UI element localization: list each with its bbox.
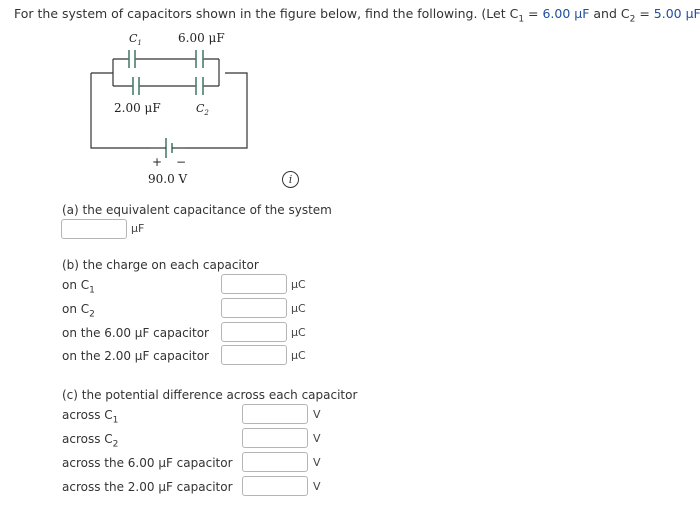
part-c-label-6uF: across the 6.00 μF capacitor	[62, 456, 233, 470]
parallel-wires	[112, 58, 220, 87]
c2-value: 5.00 μF	[653, 6, 699, 21]
part-b-input-2uF[interactable]	[221, 345, 287, 365]
question-header: For the system of capacitors shown in th…	[14, 6, 700, 25]
part-c-label-c1: across C1	[62, 408, 119, 426]
label-c1-top: C1	[129, 32, 142, 47]
part-b-input-c2[interactable]	[221, 298, 287, 318]
part-c-label-c2: across C2	[62, 432, 119, 450]
part-a-prompt: (a) the equivalent capacitance of the sy…	[62, 203, 332, 217]
label-c2-bottom: C2	[196, 102, 209, 117]
part-b-unit-c2: μC	[291, 302, 306, 315]
part-c-input-6uF[interactable]	[242, 452, 308, 472]
part-c-unit-6uF: V	[313, 456, 321, 469]
battery-minus: −	[176, 155, 186, 169]
part-c-input-c1[interactable]	[242, 404, 308, 424]
c1-value: 6.00 μF	[542, 6, 590, 21]
part-c-unit-c2: V	[313, 432, 321, 445]
part-b-input-c1[interactable]	[221, 274, 287, 294]
part-c-input-2uF[interactable]	[242, 476, 308, 496]
part-c-prompt: (c) the potential difference across each…	[62, 388, 358, 402]
part-b-unit-c1: μC	[291, 278, 306, 291]
part-b-input-6uF[interactable]	[221, 322, 287, 342]
part-b-label-6uF: on the 6.00 μF capacitor	[62, 326, 209, 340]
part-c-unit-2uF: V	[313, 480, 321, 493]
part-a-input[interactable]	[61, 219, 127, 239]
part-b-prompt: (b) the charge on each capacitor	[62, 258, 259, 272]
part-b-unit-2uF: μC	[291, 349, 306, 362]
part-b-label-2uF: on the 2.00 μF capacitor	[62, 349, 209, 363]
part-a-unit: μF	[131, 222, 145, 235]
part-b-label-c1: on C1	[62, 278, 95, 296]
part-c-input-c2[interactable]	[242, 428, 308, 448]
label-2uF: 2.00 μF	[114, 101, 161, 115]
circuit-diagram: C1 6.00 μF 2.00 μF C2 + − 90.0 V	[90, 31, 248, 186]
info-icon[interactable]: i	[282, 171, 299, 188]
part-c-label-2uF: across the 2.00 μF capacitor	[62, 480, 233, 494]
part-b-label-c2: on C2	[62, 302, 95, 320]
part-c-unit-c1: V	[313, 408, 321, 421]
label-6uF: 6.00 μF	[178, 31, 225, 45]
outer-wire	[90, 72, 248, 149]
battery-plus: +	[152, 155, 162, 169]
part-b-unit-6uF: μC	[291, 326, 306, 339]
battery-voltage: 90.0 V	[148, 172, 188, 186]
